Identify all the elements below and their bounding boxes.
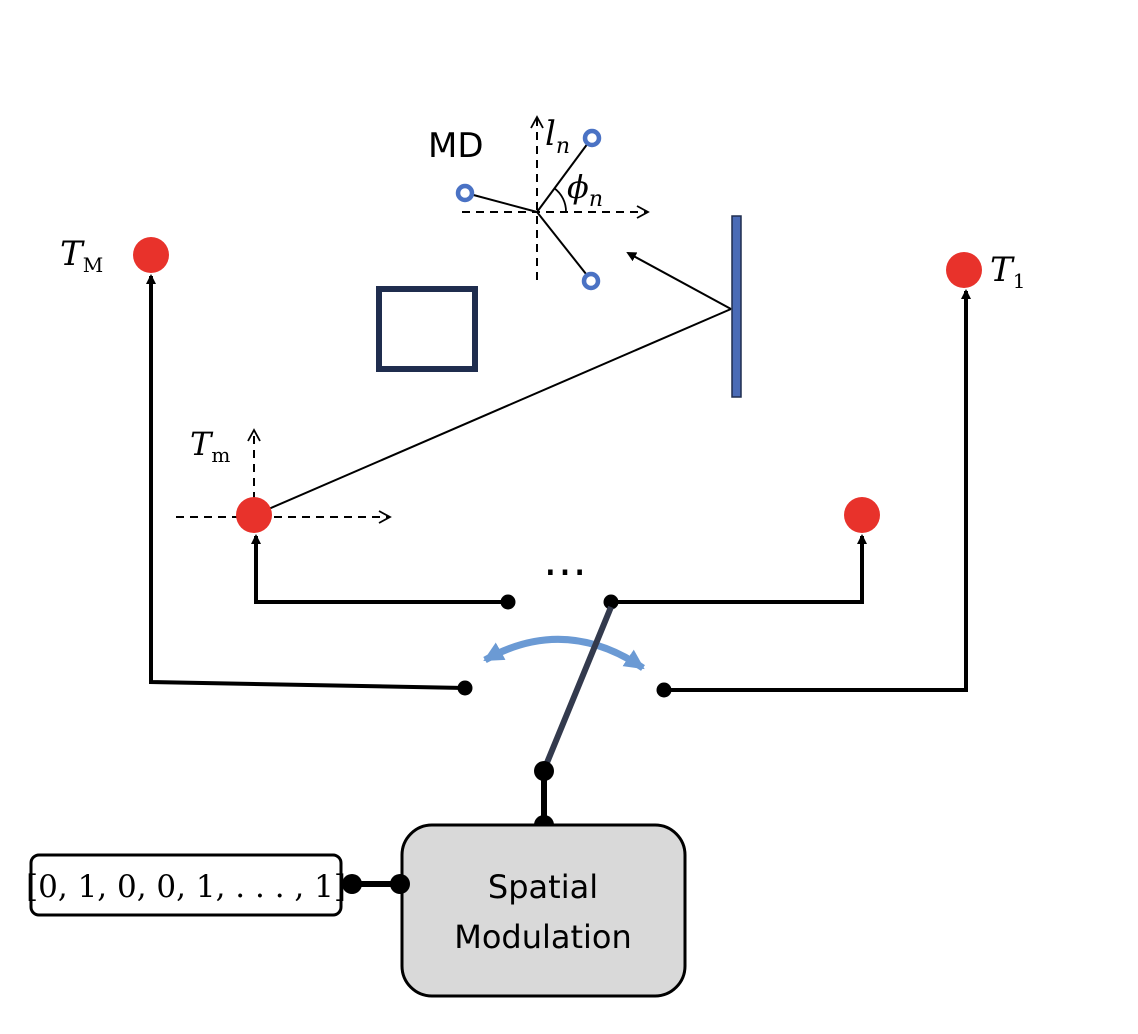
bit-vector-box — [29, 853, 343, 917]
reflected-path-arrow — [626, 252, 732, 310]
l-n-label: ln — [545, 114, 570, 159]
t-M-label: TM — [60, 234, 103, 277]
obstacle-box — [376, 286, 478, 372]
switch-terminal-t-2 — [603, 594, 619, 610]
bit-vector-node — [342, 874, 362, 894]
reflecting-surface — [731, 215, 742, 398]
scatterer-spoke-lower — [536, 211, 591, 280]
incident-path — [256, 308, 732, 515]
switch-terminal-t-M — [457, 680, 473, 696]
scatterer-spoke-left — [465, 192, 538, 213]
t-m-label: Tm — [190, 425, 230, 467]
scatterer-left — [455, 183, 475, 203]
scatterer-upper — [582, 128, 602, 148]
t-1-label: T1 — [990, 250, 1025, 293]
feed-line-t-m — [251, 534, 508, 604]
antenna-dot — [236, 497, 272, 533]
scatterer-spoke-upper — [536, 138, 592, 213]
module-input-node — [390, 874, 410, 894]
spatial-modulation-box — [400, 823, 687, 998]
antenna-dot — [844, 497, 880, 533]
antenna-t-M: TM — [60, 234, 169, 277]
moving-device: MD ln ϕn — [428, 114, 650, 291]
scatterer-lower — [581, 271, 601, 291]
switch-terminal-t-1 — [656, 682, 672, 698]
feed-line-t-M — [146, 274, 466, 690]
phi-n-label: ϕn — [567, 168, 603, 212]
feed-line-t-2 — [611, 534, 867, 604]
switch-rotation-arrow — [483, 635, 645, 671]
spatial-modulation-label-line1: Spatial — [488, 868, 598, 906]
spatial-modulation-label-line2: Modulation — [454, 918, 632, 956]
ellipsis: ⋯ — [543, 546, 587, 597]
spatial-modulation-block: Spatial Modulation — [400, 823, 687, 998]
md-label: MD — [428, 126, 484, 166]
bit-vector-label: [0, 1, 0, 0, 1, . . . , 1] — [26, 869, 346, 905]
feed-line-t-1 — [664, 289, 971, 692]
switch-terminal-t-m — [500, 594, 516, 610]
switch-lever — [541, 605, 614, 772]
antenna-dot — [133, 237, 169, 273]
antenna-dot — [946, 252, 982, 288]
antenna-t-m: Tm — [176, 425, 392, 533]
phi-angle-arc — [553, 187, 567, 213]
antenna-t-2 — [844, 497, 880, 533]
antenna-t-1: T1 — [946, 250, 1025, 293]
